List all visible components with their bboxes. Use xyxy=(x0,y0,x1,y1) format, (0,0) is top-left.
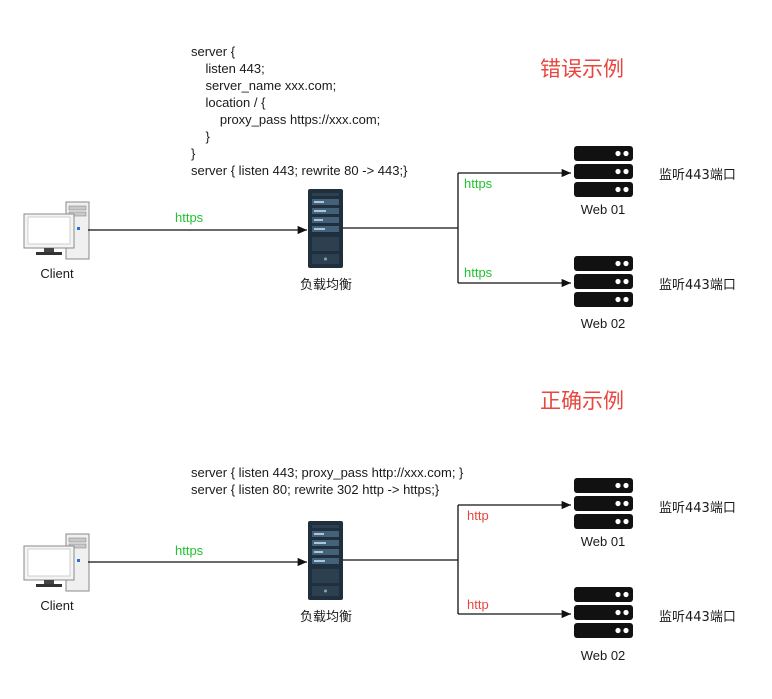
client-link-protocol-label: https xyxy=(175,543,204,558)
web02-link-protocol-label: https xyxy=(464,265,493,280)
config-line: } xyxy=(191,146,196,161)
web02-port-note: 监听443端口 xyxy=(659,278,736,293)
client-computer-icon xyxy=(23,533,90,592)
web02-label: Web 02 xyxy=(580,648,626,663)
web01-link-protocol-label: https xyxy=(464,176,493,191)
load-balancer-icon xyxy=(308,189,343,268)
config-line: location / { xyxy=(191,95,266,110)
load-balancer-label: 负载均衡 xyxy=(299,609,353,624)
web02-server-icon xyxy=(574,587,633,638)
config-line: server { listen 80; rewrite 302 http -> … xyxy=(191,482,440,497)
client-computer-icon xyxy=(23,201,90,260)
config-line: } xyxy=(191,129,210,144)
web02-server-icon xyxy=(574,256,633,307)
config-line: proxy_pass https://xxx.com; xyxy=(191,112,381,127)
nginx-config-correct: server { listen 443; proxy_pass http://x… xyxy=(191,464,463,498)
load-balancer-label: 负载均衡 xyxy=(299,277,353,292)
web01-link-protocol-label: http xyxy=(467,508,489,523)
config-line: server { listen 443; proxy_pass http://x… xyxy=(191,465,464,480)
client-link-protocol-label: https xyxy=(175,210,204,225)
web02-port-note: 监听443端口 xyxy=(659,610,736,625)
config-line: server { xyxy=(191,44,236,59)
web01-server-icon xyxy=(574,478,633,529)
web01-server-icon xyxy=(574,146,633,197)
config-line: server { listen 443; rewrite 80 -> 443;} xyxy=(191,163,408,178)
web01-label: Web 01 xyxy=(580,534,626,549)
correct-example-title: 正确示例 xyxy=(540,389,624,413)
config-line: listen 443; xyxy=(191,61,265,76)
load-balancer-icon xyxy=(308,521,343,600)
web01-label: Web 01 xyxy=(580,202,626,217)
web01-port-note: 监听443端口 xyxy=(659,501,736,516)
nginx-config-wrong: server { listen 443; server_name xxx.com… xyxy=(191,43,407,179)
web02-label: Web 02 xyxy=(580,316,626,331)
client-label: Client xyxy=(40,266,74,281)
client-label: Client xyxy=(40,598,74,613)
wrong-example-title: 错误示例 xyxy=(540,57,624,81)
web01-port-note: 监听443端口 xyxy=(659,168,736,183)
web02-link-protocol-label: http xyxy=(467,597,489,612)
config-line: server_name xxx.com; xyxy=(191,78,337,93)
